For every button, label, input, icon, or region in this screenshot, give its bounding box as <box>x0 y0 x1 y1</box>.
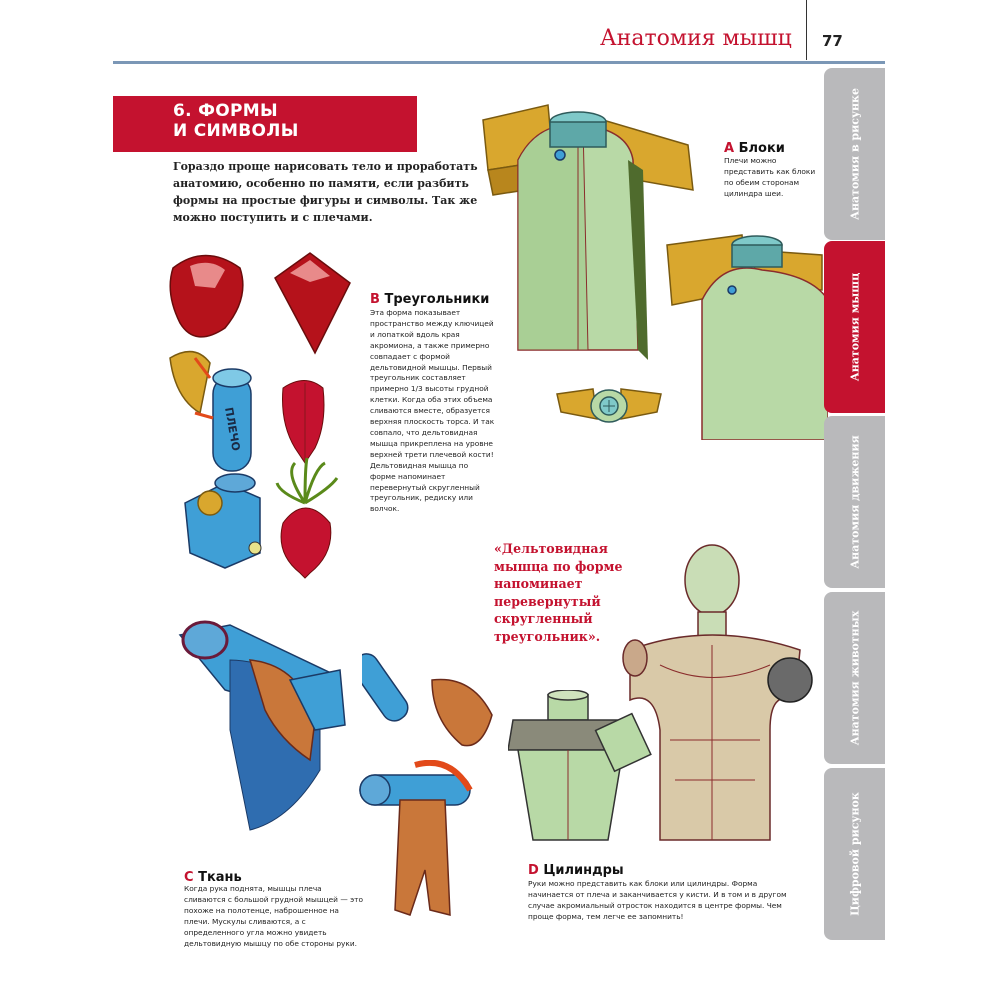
illustration-cloth-small <box>362 653 493 747</box>
illustration-blocks-angle <box>666 234 828 440</box>
side-tab-label: Анатомия животных <box>848 610 861 746</box>
intro-paragraph: Гораздо проще нарисовать тело и проработ… <box>173 160 478 224</box>
caption-c-title-text: Ткань <box>198 870 242 885</box>
section-title-banner <box>113 96 417 152</box>
side-tab-animal-anatomy[interactable]: Анатомия животных <box>824 592 885 764</box>
illustration-blocks-front <box>482 104 694 360</box>
side-tab-digital-drawing[interactable]: Цифровой рисунок <box>824 768 885 940</box>
section-title-line2: И СИМВОЛЫ <box>173 121 299 141</box>
side-tab-label: Цифровой рисунок <box>848 792 861 916</box>
section-title-line1: 6. ФОРМЫ <box>173 101 278 121</box>
header-divider <box>806 0 807 60</box>
illustration-towel-bar <box>359 760 473 916</box>
caption-d-letter: D <box>528 863 539 878</box>
side-tab-label: Анатомия движения <box>848 435 861 569</box>
caption-a-letter: A <box>724 141 735 156</box>
caption-d-body: Руки можно представить как блоки или цил… <box>528 879 787 921</box>
caption-b-title: B Треугольники <box>370 292 489 307</box>
caption-d-title-text: Цилиндры <box>543 863 624 878</box>
caption-d-title: D Цилиндры <box>528 863 624 878</box>
caption-a-title: A Блоки <box>724 141 785 156</box>
illustration-deltoid-shapes: ПЛЕЧО <box>169 252 351 579</box>
running-title: Анатомия мышц <box>600 26 792 51</box>
illustration-cloth-large <box>178 620 346 831</box>
side-tab-anatomy-drawing[interactable]: Анатомия в рисунке <box>824 68 885 240</box>
caption-b-letter: B <box>370 292 380 307</box>
side-tab-movement-anatomy[interactable]: Анатомия движения <box>824 416 885 588</box>
side-tab-muscle-anatomy[interactable]: Анатомия мышц <box>824 241 885 413</box>
caption-c-body: Когда рука поднята, мышцы плеча сливаютс… <box>184 884 363 948</box>
caption-a-title-text: Блоки <box>738 141 785 156</box>
caption-c-letter: C <box>184 870 194 885</box>
caption-c-title: C Ткань <box>184 870 242 885</box>
header-rule <box>113 61 885 64</box>
illustration-cylinders-figure <box>622 544 813 841</box>
page-number: 77 <box>822 32 843 50</box>
side-tab-label: Анатомия мышц <box>848 272 861 382</box>
caption-b-title-text: Треугольники <box>384 292 490 307</box>
illustration-cylinders-torso <box>508 690 652 841</box>
illustration-blocks-top-view <box>556 388 662 423</box>
caption-a-body: Плечи можно представить как блоки по обе… <box>724 156 816 198</box>
side-tab-label: Анатомия в рисунке <box>848 87 861 221</box>
caption-b-body: Эта форма показывает пространство между … <box>370 308 495 514</box>
pull-quote: «Дельтовидная мышца по форме напоминает … <box>494 541 623 644</box>
